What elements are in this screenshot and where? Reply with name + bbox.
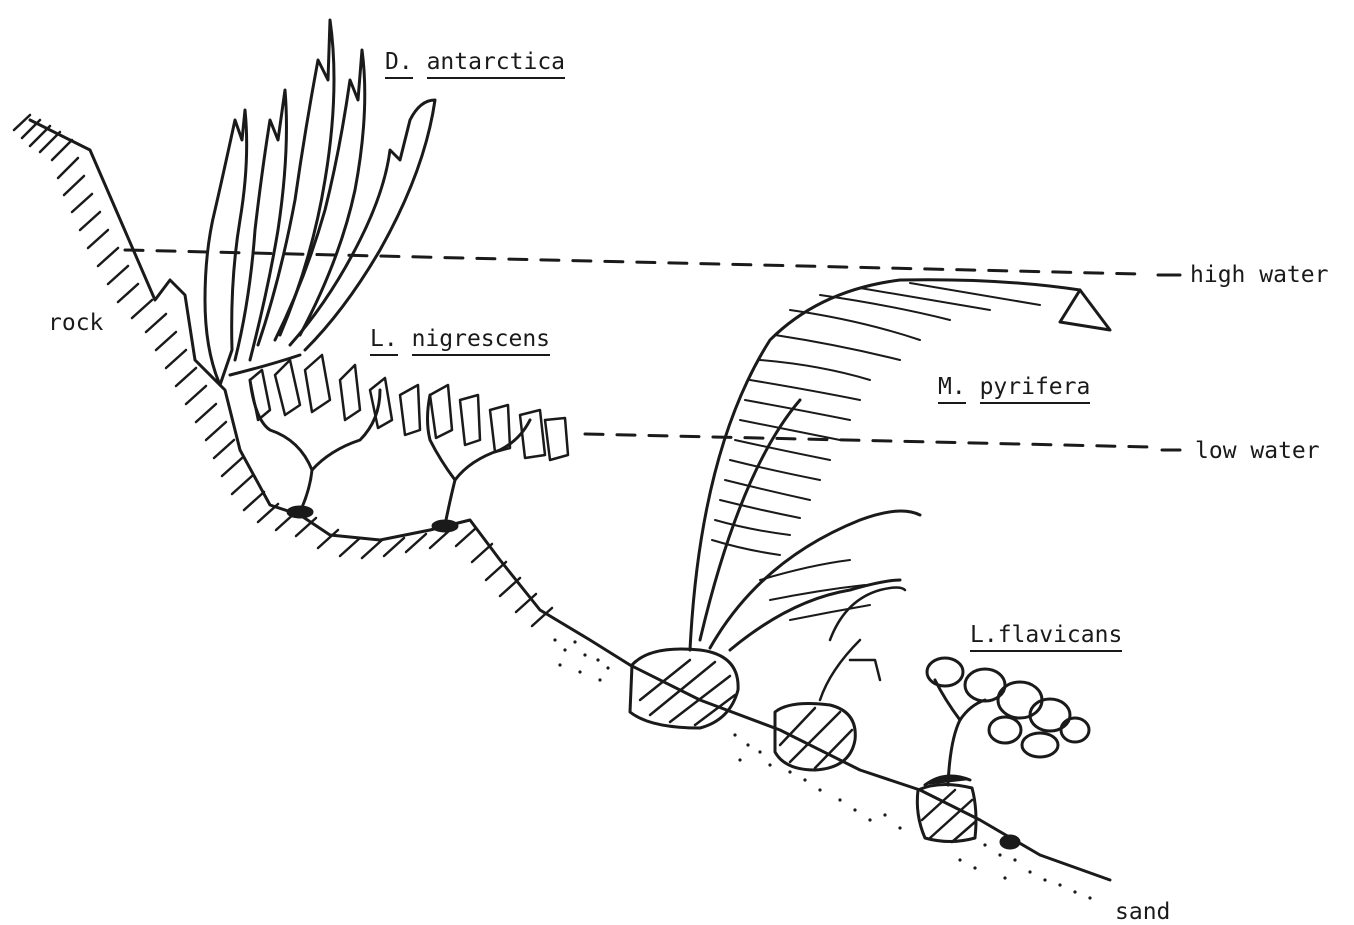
label-d-antarctica-epithet: antarctica <box>427 51 565 79</box>
label-d-antarctica-genus: D. <box>385 51 413 79</box>
label-l-nigrescens-epithet: nigrescens <box>412 328 550 356</box>
label-rock: rock <box>48 312 103 335</box>
label-l-nigrescens-genus: L. <box>370 328 398 356</box>
label-m-pyrifera: M. pyrifera <box>938 376 1090 404</box>
low-water-line <box>585 434 1180 450</box>
label-m-pyrifera-epithet: pyrifera <box>980 376 1091 404</box>
l-flavicans-plant <box>925 658 1089 785</box>
pebble <box>1001 836 1019 848</box>
label-high-water: high water <box>1190 264 1328 287</box>
label-d-antarctica: D. antarctica <box>385 51 565 79</box>
label-low-water: low water <box>1195 440 1320 463</box>
label-l-nigrescens: L. nigrescens <box>370 328 550 356</box>
label-sand: sand <box>1115 901 1170 924</box>
l-nigrescens-plant <box>250 355 568 531</box>
label-l-flavicans: L.flavicans <box>970 624 1122 652</box>
label-m-pyrifera-genus: M. <box>938 376 966 404</box>
